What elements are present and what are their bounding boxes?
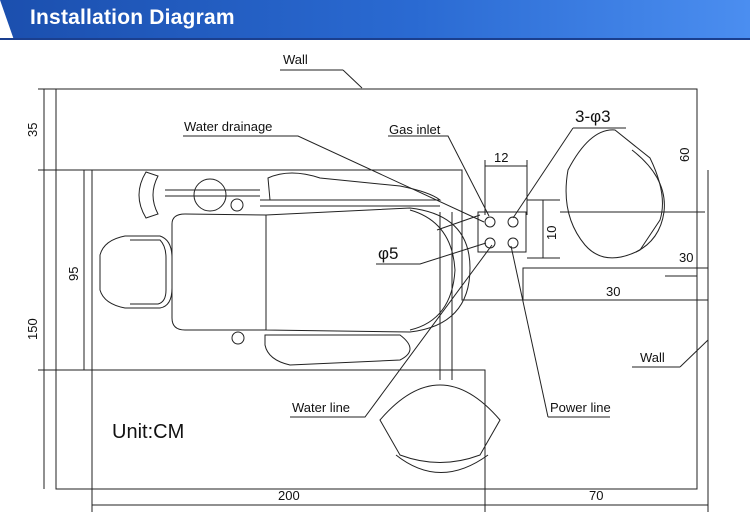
handpiece [231, 331, 245, 345]
operating-light [138, 171, 159, 219]
dim-label-200: 200 [278, 488, 300, 503]
leader-gas [388, 135, 490, 217]
label-holes-3: 3-φ3 [575, 107, 611, 126]
instrument-tray [193, 178, 227, 212]
label-water-line: Water line [292, 400, 350, 415]
junction-box [477, 211, 527, 253]
dim-label-12: 12 [494, 150, 508, 165]
armrest-bottom [264, 334, 411, 366]
dim-label-35: 35 [25, 123, 40, 137]
hole [484, 216, 496, 228]
leader-water [290, 244, 493, 418]
leader-3phi3 [512, 127, 574, 219]
hole [507, 216, 519, 228]
hole [484, 237, 496, 249]
tray-knob [230, 198, 244, 212]
leader-drainage [183, 135, 485, 223]
chair-headrest [99, 235, 173, 309]
chair-backrest [171, 213, 267, 331]
label-wall-right: Wall [640, 350, 665, 365]
label-wall-top: Wall [283, 52, 308, 67]
dim-label-70: 70 [589, 488, 603, 503]
dim-label-150: 150 [25, 318, 40, 340]
dim-label-30-right: 30 [679, 250, 693, 265]
chair-base-outline [92, 369, 486, 489]
header-underline [0, 38, 750, 40]
chair-seat [265, 207, 471, 333]
leader-wall-right [679, 339, 709, 368]
armrest-top [267, 172, 442, 201]
stool-bottom [379, 384, 501, 463]
dim-label-30-lower: 30 [606, 284, 620, 299]
floor-zone [92, 169, 697, 301]
dim-label-10: 10 [544, 226, 559, 240]
chair-legrest [409, 209, 456, 331]
leader-power [510, 245, 549, 418]
header-bar [0, 0, 750, 40]
leader-phi5 [376, 242, 487, 265]
label-power-line: Power line [550, 400, 611, 415]
page-title: Installation Diagram [30, 6, 235, 29]
dim-label-95: 95 [66, 267, 81, 281]
hole [507, 237, 519, 249]
stool-bottom-back [395, 454, 489, 473]
leader-wall-top [342, 69, 363, 89]
label-unit: Unit:CM [112, 421, 184, 443]
dim-label-60: 60 [677, 148, 692, 162]
chair-headrest-inner [130, 239, 167, 305]
header-banner: Installation Diagram [0, 0, 750, 40]
label-hole-5: φ5 [378, 244, 398, 263]
stool-top-right-back [631, 149, 665, 253]
label-gas-inlet: Gas inlet [389, 122, 441, 137]
stool-top-right [565, 129, 663, 259]
pipe-vertical [436, 214, 481, 231]
label-water-drainage: Water drainage [184, 119, 272, 134]
